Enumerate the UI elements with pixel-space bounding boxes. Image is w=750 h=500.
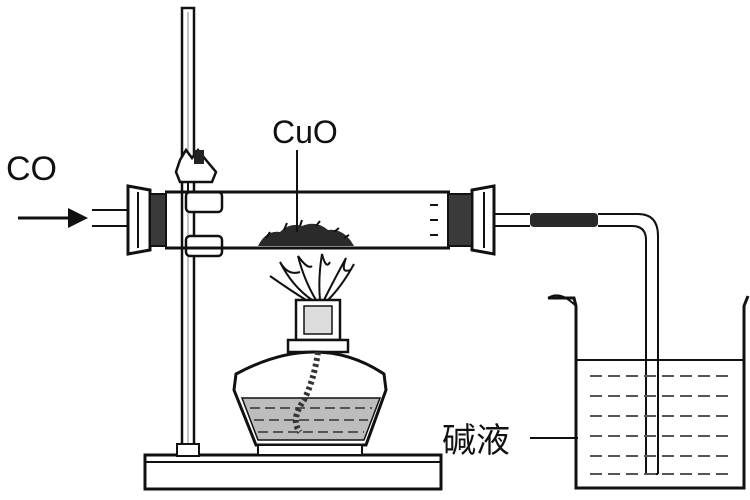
outlet-tube — [494, 213, 659, 475]
cuo-powder — [258, 219, 354, 246]
co-label: CO — [6, 150, 57, 188]
left-stopper — [126, 184, 167, 256]
co-inlet — [18, 208, 132, 228]
alkali-solution-label: 碱液 — [442, 421, 510, 461]
alcohol-lamp — [232, 298, 388, 456]
stand-rod — [176, 6, 200, 457]
beaker — [547, 294, 750, 490]
cuo-label: CuO — [272, 114, 338, 150]
stand-base — [143, 453, 443, 491]
right-stopper — [447, 184, 496, 256]
flame — [269, 253, 355, 301]
combustion-tube — [165, 190, 450, 250]
